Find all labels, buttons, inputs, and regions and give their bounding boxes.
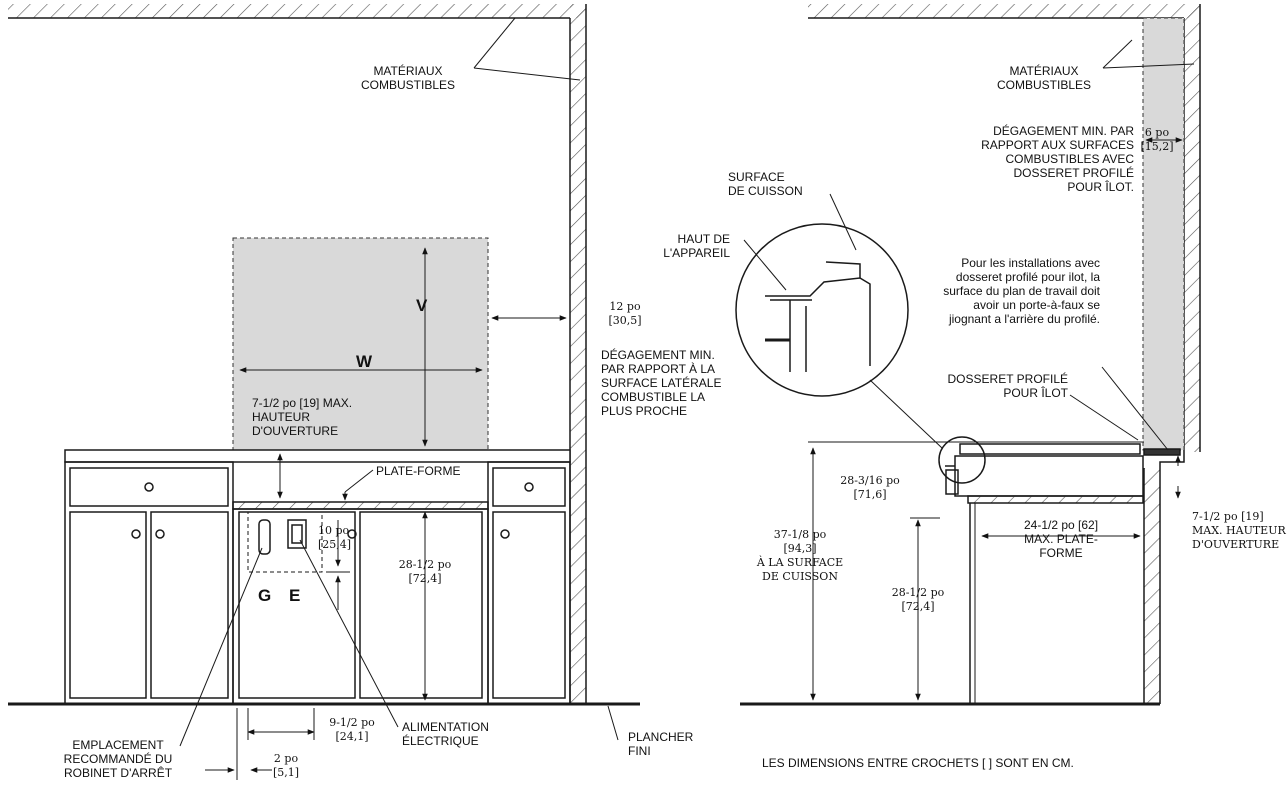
dim-28-3-16: 28-3/16 po [71,6]	[840, 474, 900, 501]
side-clearance-label: DÉGAGEMENT MIN. PAR RAPPORT À LA SURFACE…	[601, 348, 722, 418]
dim-28-5-right: 28-1/2 po [72,4]	[891, 586, 945, 613]
right-combustible-label: MATÉRIAUX COMBUSTIBLES	[996, 64, 1092, 92]
dim-7-5: 7-1/2 po [19] MAX. HAUTEUR D'OUVERTURE	[1192, 510, 1286, 551]
gas-valve-label: EMPLACEMENT RECOMMANDÉ DU ROBINET D'ARRÊ…	[63, 738, 173, 782]
floor-label: PLANCHER FINI	[628, 730, 694, 758]
platform-label: PLATE-FORME	[376, 464, 461, 478]
letter-w: W	[356, 352, 373, 371]
platform-hatch	[232, 501, 489, 510]
left-wall-hatch	[570, 4, 586, 704]
side-platform-hatch	[967, 495, 1144, 504]
opening-max-label: 7-1/2 po [19] MAX. HAUTEUR D'OUVERTURE	[252, 396, 353, 438]
dim-24-5: 24-1/2 po [62] MAX. PLATE- FORME	[1023, 518, 1099, 560]
left-combustible-label: MATÉRIAUX COMBUSTIBLES	[360, 64, 456, 92]
dim-2: 2 po [5,1]	[272, 752, 300, 779]
island-trim-label: DOSSERET PROFILÉ POUR ÎLOT	[947, 372, 1068, 400]
countertop	[64, 449, 571, 463]
letter-v: V	[416, 296, 428, 315]
dim-9-5: 9-1/2 po [24,1]	[329, 716, 375, 743]
units-note: LES DIMENSIONS ENTRE CROCHETS [ ] SONT E…	[762, 756, 1074, 770]
lower-wall-hatch	[1144, 468, 1160, 704]
dim-37-1-8: 37-1/8 po [94,3] À LA SURFACE DE CUISSON	[756, 528, 844, 583]
utility-zone	[247, 511, 323, 573]
dim-28-5-left: 28-1/2 po [72,4]	[398, 558, 452, 585]
dim-6: 6 po [15,2]	[1140, 126, 1174, 153]
right-side-view	[735, 4, 1201, 706]
right-cabinet	[487, 461, 571, 705]
side-countertop	[959, 443, 1141, 455]
right-wall-hatch	[1184, 4, 1200, 452]
clearance-zone	[232, 237, 489, 451]
left-front-view	[8, 4, 640, 780]
island-note: Pour les installations avec dosseret pro…	[943, 256, 1100, 326]
left-ceiling-hatch	[8, 4, 586, 18]
electrical-label: ALIMENTATION ÉLECTRIQUE	[402, 720, 489, 748]
left-cabinet	[64, 461, 234, 705]
dim-10: 10 po [25,4]	[318, 524, 352, 551]
letter-g: G	[258, 586, 272, 605]
side-clearance-dim: 12 po [30,5]	[608, 300, 642, 327]
rear-clearance-zone	[1142, 17, 1185, 451]
right-ceiling-hatch	[808, 4, 1200, 18]
letter-e: E	[289, 586, 301, 605]
island-trim	[1143, 448, 1181, 456]
magnified-detail	[735, 223, 909, 397]
cooking-surface-label: SURFACE DE CUISSON	[728, 170, 803, 198]
appliance-top-label: HAUT DE L'APPAREIL	[663, 232, 730, 260]
rear-clearance-label: DÉGAGEMENT MIN. PAR RAPPORT AUX SURFACES…	[981, 124, 1134, 194]
